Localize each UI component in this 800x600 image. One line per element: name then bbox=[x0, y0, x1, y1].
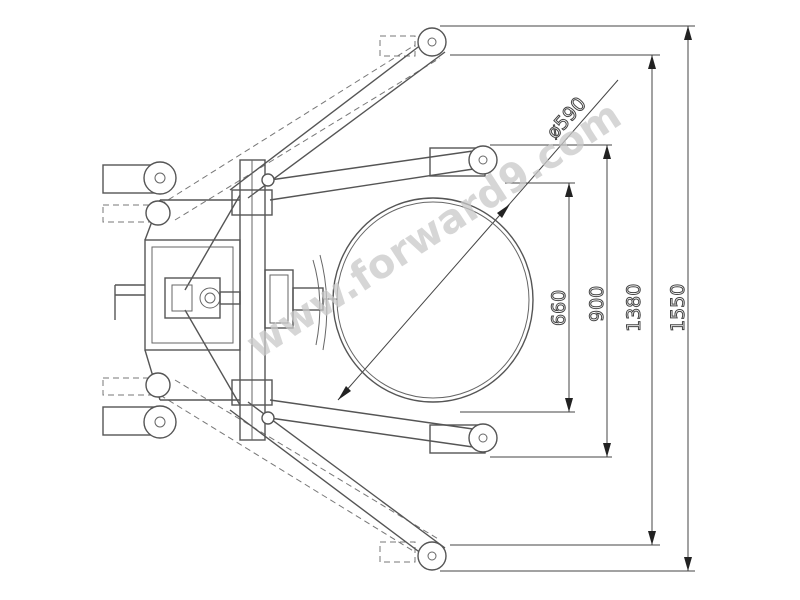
watermark: www.forward9.com bbox=[238, 92, 629, 368]
dim-label-1380: 1380 bbox=[623, 284, 645, 332]
wheel-front-bottom bbox=[429, 423, 498, 454]
extended-legs-dashed bbox=[102, 35, 441, 563]
hydraulic-unit bbox=[164, 269, 338, 329]
dim-label-900: 900 bbox=[586, 286, 608, 322]
wheel-front-top bbox=[429, 145, 498, 177]
dimension-lines bbox=[337, 25, 695, 572]
dim-label-660: 660 bbox=[548, 290, 570, 326]
drum-outline bbox=[312, 197, 534, 403]
wheel-rear-bottom bbox=[102, 372, 177, 439]
wheel-rear-top bbox=[102, 161, 177, 226]
dim-label-1550: 1550 bbox=[667, 284, 689, 332]
main-frame bbox=[114, 159, 273, 441]
wheels bbox=[102, 27, 498, 571]
wheel-extended-bottom bbox=[417, 541, 447, 571]
wheel-extended-top bbox=[417, 27, 447, 57]
